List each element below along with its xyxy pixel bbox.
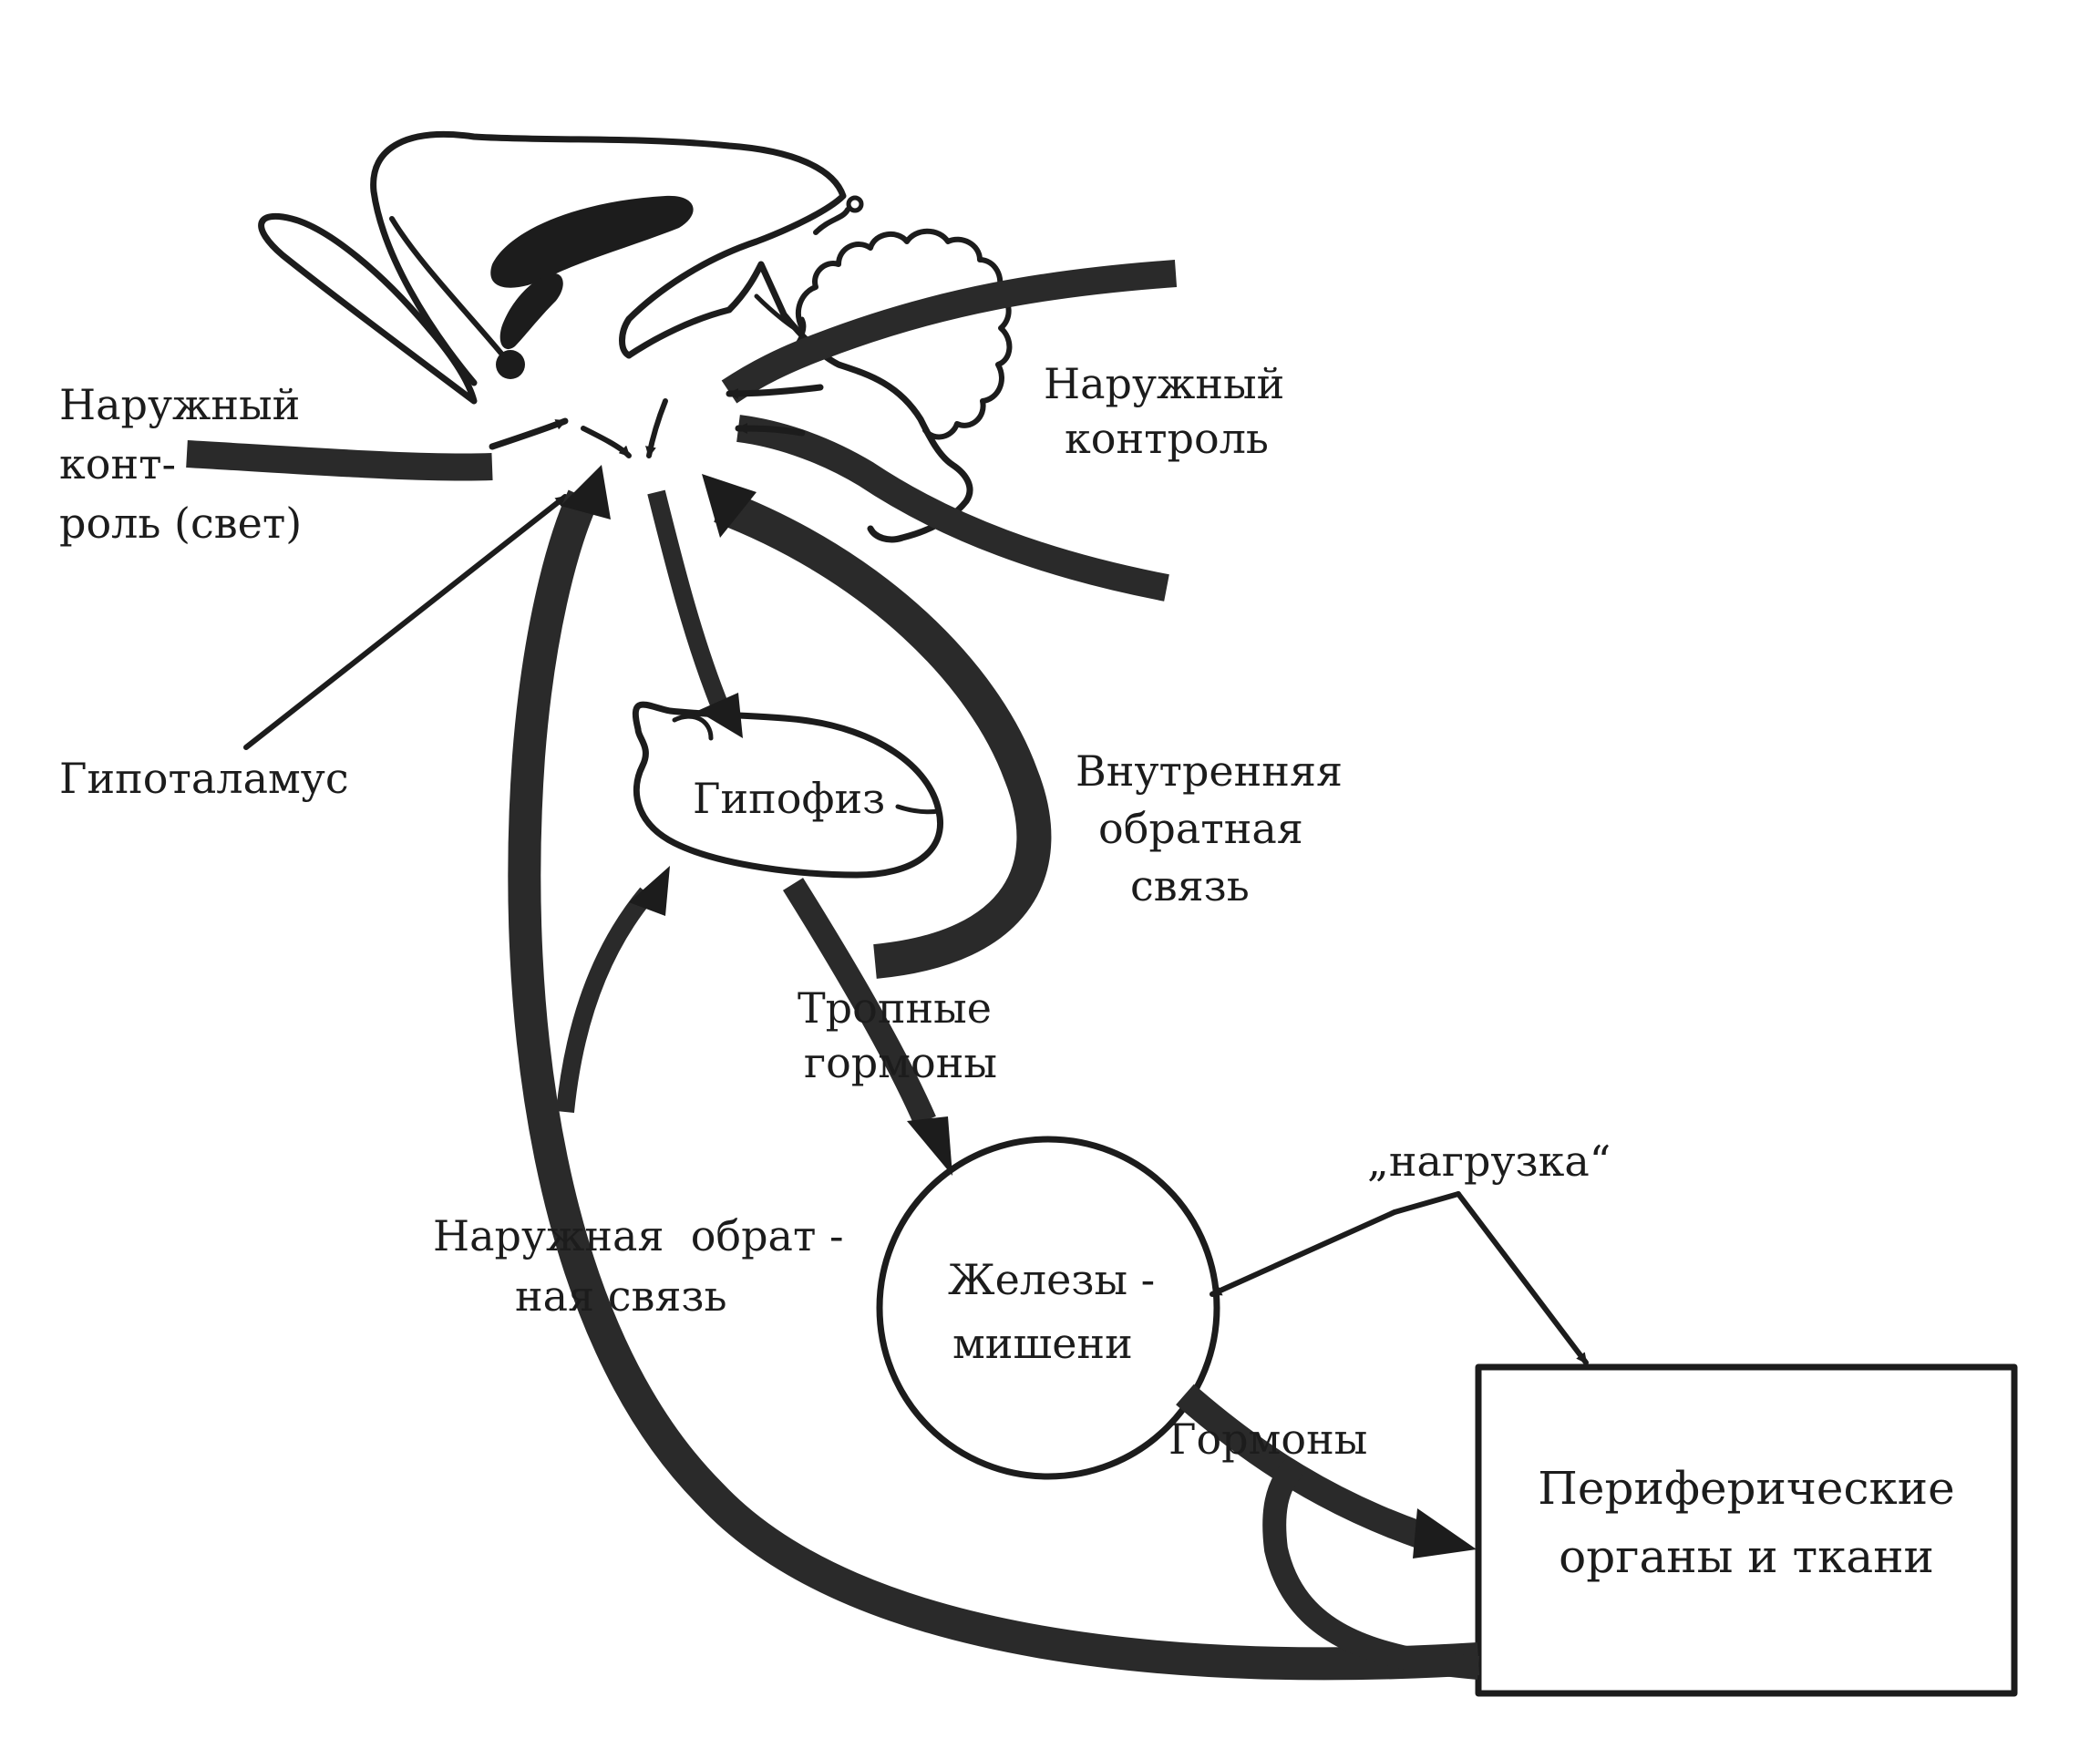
external-control-band-upper [721,260,1178,404]
brainstem-line [754,293,805,335]
light-input-arrow [489,417,569,450]
load-arrow-to-glands [1210,1209,1397,1297]
label-load: „нагрузка“ [1367,1137,1611,1186]
label-pituitary: Гипофиз [693,774,885,823]
label-external-control-light-1: Наружный [59,380,300,429]
label-external-control-1: Наружный [1044,359,1284,408]
pineal-gland [846,195,864,213]
label-external-control-light-2: конт- [59,439,176,489]
tropic-hormones-band [782,878,936,1126]
pituitary-stalk-notch [672,714,714,741]
hypothalamus-inner-arrow-1 [581,426,632,458]
label-external-control-light-3: роль (свет) [59,499,302,548]
target-glands-circle [876,1136,1220,1480]
hypothalamus-to-pituitary-band [647,489,729,710]
label-target-glands-2: мишени [952,1319,1133,1368]
label-internal-feedback-1: Внутренняя [1076,746,1343,796]
external-inputs [186,260,1178,602]
pineal-stalk [813,207,850,235]
label-tropic-hormones-2: гормоны [804,1038,997,1087]
label-internal-feedback-3: связь [1130,861,1250,910]
label-internal-feedback-2: обратная [1098,804,1303,853]
frontal-lobe-loop [258,212,478,405]
load-arrow-to-periphery [1456,1191,1589,1365]
label-peripheral-2: органы и ткани [1559,1530,1934,1583]
internal-feedback-arrowhead [702,474,757,538]
external-control-arrow-upper [726,384,824,399]
tropic-hormones-arrowhead [907,1116,952,1176]
hypothalamus-inner-arrow-2 [645,398,668,458]
brainstem [625,261,973,543]
brain-hemisphere-outline [370,131,847,386]
anterior-commissure [496,350,525,379]
external-control-arrow-lower [735,423,806,437]
label-target-glands-1: Железы - [948,1255,1155,1304]
external-feedback-fork [1262,1458,1480,1680]
external-control-band-lower [736,415,1169,602]
hypothalamus-pointer [243,494,568,750]
brain-inner-fold [389,216,513,367]
label-external-control-2: контроль [1065,414,1269,463]
brain-sketch [258,131,1013,543]
label-hypothalamus: Гипоталамус [59,754,349,803]
hypothalamus-to-pituitary-arrowhead [697,693,743,738]
external-feedback-pituitary-arrowhead [629,866,670,916]
label-external-feedback-2: ная связь [515,1271,727,1321]
label-hormones: Гормоны [1168,1414,1367,1464]
label-tropic-hormones-1: Тропные [798,983,992,1033]
external-feedback-band [508,489,1480,1681]
internal-feedback-band [714,489,1052,979]
external-feedback-arrowhead [561,465,611,519]
cerebellum [796,228,1013,440]
pituitary-lobe-line [895,804,942,815]
peripheral-box [1475,1363,2018,1697]
fornix [499,273,563,350]
light-input-band [186,440,493,481]
label-peripheral-1: Периферические [1538,1462,1954,1515]
load-split [1392,1191,1461,1215]
external-feedback-pituitary-branch [556,887,654,1113]
corpus-callosum [490,195,694,288]
label-external-feedback-1: Наружная обрат - [433,1211,844,1260]
hormones-arrowhead [1413,1508,1477,1558]
